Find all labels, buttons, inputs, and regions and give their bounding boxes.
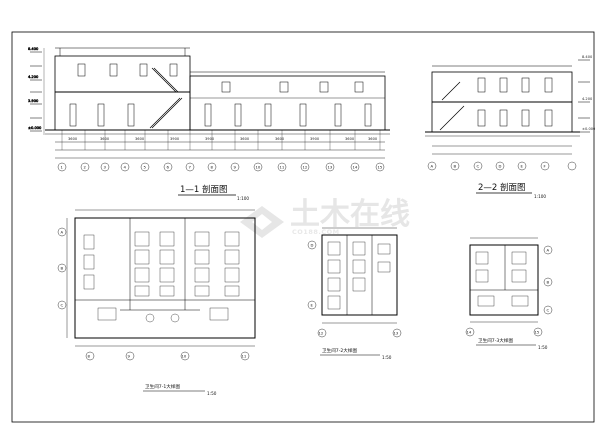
plan2-axis-bubbles bbox=[307, 240, 402, 338]
plan-2-title: 卫生间7-2大样图 bbox=[322, 347, 357, 354]
p3-axis-b: B bbox=[547, 280, 550, 285]
s2-axis-c: C bbox=[477, 164, 480, 169]
axis-1: 1 bbox=[61, 165, 64, 170]
axis-11: 11 bbox=[280, 165, 285, 170]
plan-2-scale: 1:50 bbox=[382, 355, 392, 360]
sheet-frame bbox=[11, 31, 595, 423]
section2-axis-bubbles bbox=[427, 161, 577, 171]
plan-3-title: 卫生间7-3大样图 bbox=[478, 337, 513, 344]
axis-8: 8 bbox=[211, 165, 214, 170]
p3-axis-c: C bbox=[547, 308, 550, 313]
axis-5: 5 bbox=[144, 165, 147, 170]
low-block bbox=[189, 71, 386, 131]
s2-axis-f: F bbox=[544, 164, 546, 169]
plan3-fixtures bbox=[475, 251, 529, 307]
p1-axis-a: A bbox=[61, 230, 64, 235]
section-2-2 bbox=[425, 59, 590, 155]
plan-1-title: 卫生间7-1大样图 bbox=[145, 383, 180, 390]
p3-axis-1: 14 bbox=[467, 330, 472, 335]
p2-axis-2: 13 bbox=[394, 331, 399, 336]
p3-axis-a: A bbox=[547, 248, 550, 253]
elev-e1-label: 4.200 bbox=[28, 75, 39, 79]
axis-6: 6 bbox=[167, 165, 170, 170]
section-1-1: 8.400 4.200 3.900 ±0.000 bbox=[28, 47, 390, 159]
elev-right-e3: ±0.000 bbox=[582, 127, 596, 131]
section-2-title: 2—2 剖面图 bbox=[478, 182, 526, 193]
dim-2: 3600 bbox=[100, 137, 110, 141]
p1-axis-9: 9 bbox=[128, 354, 131, 359]
plan1-axis-bubbles bbox=[57, 227, 250, 361]
axis-15: 15 bbox=[378, 165, 383, 170]
p2-axis-1: 12 bbox=[319, 331, 324, 336]
elev-e3-label: ±0.000 bbox=[28, 126, 42, 130]
axis-2: 2 bbox=[84, 165, 87, 170]
axis-7: 7 bbox=[189, 165, 192, 170]
axis-9: 9 bbox=[234, 165, 237, 170]
axis-14: 14 bbox=[353, 165, 358, 170]
plan-3-scale: 1:50 bbox=[538, 345, 548, 350]
s2-axis-e: E bbox=[521, 164, 524, 169]
s2-axis-b: B bbox=[454, 164, 457, 169]
p1-axis-b: B bbox=[61, 266, 64, 271]
elev-e2-label: 3.900 bbox=[28, 99, 39, 103]
dim-1: 3600 bbox=[68, 137, 78, 141]
section1-columns bbox=[61, 130, 381, 150]
p2-axis-a: D bbox=[311, 243, 314, 248]
axis-10: 10 bbox=[256, 165, 261, 170]
p2-axis-b: E bbox=[311, 303, 314, 308]
p1-axis-10: 10 bbox=[182, 354, 187, 359]
s2-axis-d: D bbox=[499, 164, 502, 169]
plan2-cubicles bbox=[327, 241, 391, 310]
axis-12: 12 bbox=[303, 165, 308, 170]
axis-3: 3 bbox=[104, 165, 107, 170]
plan-1-scale: 1:50 bbox=[207, 391, 217, 396]
p1-axis-11: 11 bbox=[242, 354, 247, 359]
plan1-cubicles bbox=[83, 231, 240, 323]
plan-7-2 bbox=[321, 227, 398, 324]
watermark-subtext: CO188.COM bbox=[292, 228, 340, 236]
dim-10: 3600 bbox=[368, 137, 378, 141]
dim-5: 3900 bbox=[205, 137, 215, 141]
dim-8: 3900 bbox=[310, 137, 320, 141]
p1-axis-8: 8 bbox=[88, 354, 91, 359]
elev-right-e1: 4.200 bbox=[582, 97, 593, 101]
section-2-scale: 1:100 bbox=[534, 194, 546, 199]
tall-block bbox=[54, 47, 191, 131]
watermark-logo-icon bbox=[240, 206, 284, 238]
axis-13: 13 bbox=[328, 165, 333, 170]
s2-axis-a: A bbox=[431, 164, 434, 169]
dim-7: 3600 bbox=[275, 137, 285, 141]
elev-right-top: 8.400 bbox=[582, 55, 593, 59]
section-1-title: 1—1 剖面图 bbox=[180, 184, 228, 195]
plan-7-1 bbox=[66, 209, 256, 347]
axis-4: 4 bbox=[124, 165, 127, 170]
watermark: 土木在线 CO188.COM bbox=[240, 197, 410, 238]
plan-7-3 bbox=[469, 237, 539, 323]
dim-4: 3900 bbox=[170, 137, 180, 141]
plan3-axis-bubbles bbox=[465, 245, 553, 337]
section-1-scale: 1:100 bbox=[237, 196, 249, 201]
p1-axis-c: C bbox=[61, 303, 64, 308]
watermark-text: 土木在线 bbox=[290, 197, 410, 232]
dim-9: 3600 bbox=[345, 137, 355, 141]
p3-axis-2: 15 bbox=[535, 330, 540, 335]
section1-axis-bubbles bbox=[57, 162, 385, 172]
dim-6: 3600 bbox=[240, 137, 250, 141]
left-elevation-markers bbox=[30, 48, 45, 135]
elev-top-label: 8.400 bbox=[28, 47, 39, 51]
dim-3: 3600 bbox=[135, 137, 145, 141]
